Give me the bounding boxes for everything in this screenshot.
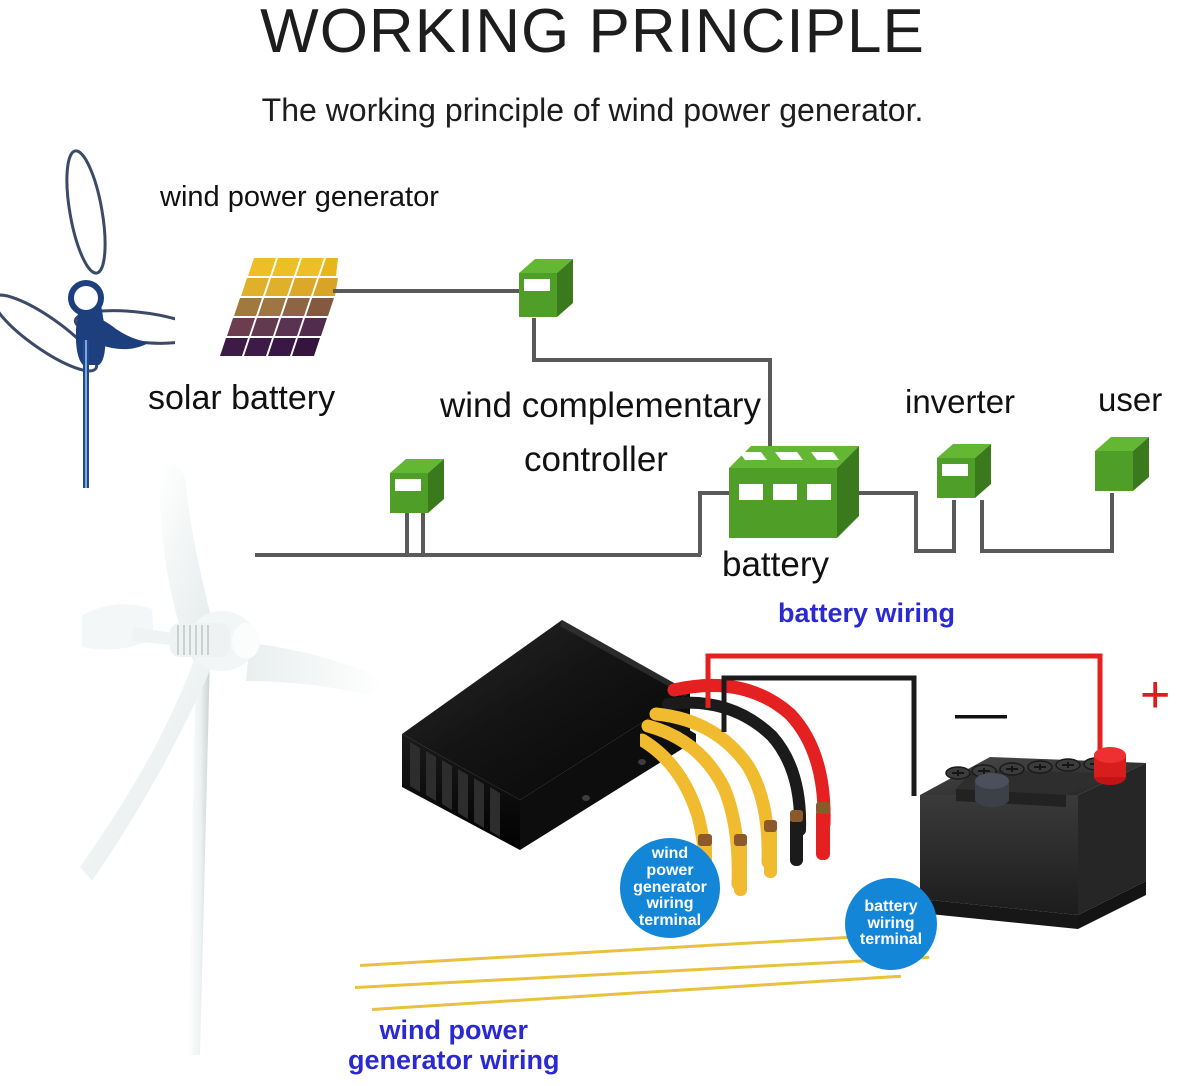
wire-rail-to-battery: [698, 491, 702, 555]
generator-wiring-line1: wind power: [379, 1015, 529, 1045]
label-controller-line2: controller: [524, 440, 668, 479]
label-wind-power-generator: wind power generator: [160, 181, 439, 213]
generator-wiring-annotation: wind power generator wiring: [348, 1015, 560, 1075]
badge-line: wiring: [867, 914, 915, 932]
battery-wiring-annotation: battery wiring: [778, 598, 956, 628]
product-wire-bundle: [640, 679, 831, 913]
label-battery: battery: [722, 545, 829, 584]
badge-line: battery: [864, 897, 918, 915]
label-inverter: inverter: [905, 383, 1016, 420]
page-subtitle: The working principle of wind power gene…: [261, 92, 924, 128]
wire-bottom-rail-left: [255, 553, 435, 557]
wire-wcc-leg-right: [421, 512, 425, 555]
car-battery-photo: [900, 685, 1165, 950]
battery-negative-sign: —: [955, 684, 1007, 742]
page-title: WORKING PRINCIPLE: [260, 0, 925, 66]
wire-battery-left-in: [698, 491, 738, 495]
wire-controller-right: [532, 358, 772, 362]
wind-turbine-photo: [70, 455, 390, 1075]
wind-turbine-icon: [0, 135, 201, 490]
wire-inverter-leg-right: [980, 500, 984, 553]
wire-inverter-leg-left: [952, 500, 956, 553]
wire-wcc-leg-left: [405, 512, 409, 555]
badge-line: wiring: [646, 895, 694, 913]
green-box-icon-user: [1093, 433, 1155, 495]
battery-positive-sign: +: [1140, 666, 1171, 724]
badge-line: wind: [651, 845, 689, 862]
battery-positive-wire: [705, 653, 1103, 760]
wire-controller-down: [532, 318, 536, 360]
badge-line: terminal: [638, 912, 702, 930]
wire-solar-to-controller: [333, 289, 523, 293]
wire-inverter-in-right: [914, 549, 956, 553]
wind-power-generator-wiring-terminal-badge[interactable]: wind power generator wiring terminal: [620, 838, 720, 938]
badge-line: generator: [633, 878, 707, 896]
battery-negative-wire: [721, 675, 917, 796]
label-solar-battery: solar battery: [148, 379, 336, 417]
wire-to-battery-top: [768, 358, 772, 458]
green-box-icon-solar-controller: [517, 255, 579, 321]
wire-user-leg: [1110, 493, 1114, 553]
wire-bottom-rail-right: [421, 553, 701, 557]
badge-line: power: [646, 861, 694, 879]
badge-line: terminal: [859, 931, 923, 949]
green-box-icon-wind-complementary-controller: [388, 455, 450, 517]
solar-panel-icon: [218, 254, 338, 376]
green-battery-box-icon: [725, 440, 865, 550]
wind-controller-device-photo: [390, 612, 720, 887]
battery-wiring-terminal-badge[interactable]: battery wiring terminal: [845, 878, 937, 970]
label-controller-line1: wind complementary: [440, 386, 761, 425]
wire-inverter-to-user: [980, 549, 1114, 553]
wire-inverter-in-down: [914, 491, 918, 553]
label-user: user: [1098, 381, 1163, 418]
generator-wiring-line2: generator wiring: [348, 1044, 560, 1075]
wire-battery-to-inverter: [858, 491, 918, 495]
green-box-icon-inverter: [935, 440, 997, 502]
